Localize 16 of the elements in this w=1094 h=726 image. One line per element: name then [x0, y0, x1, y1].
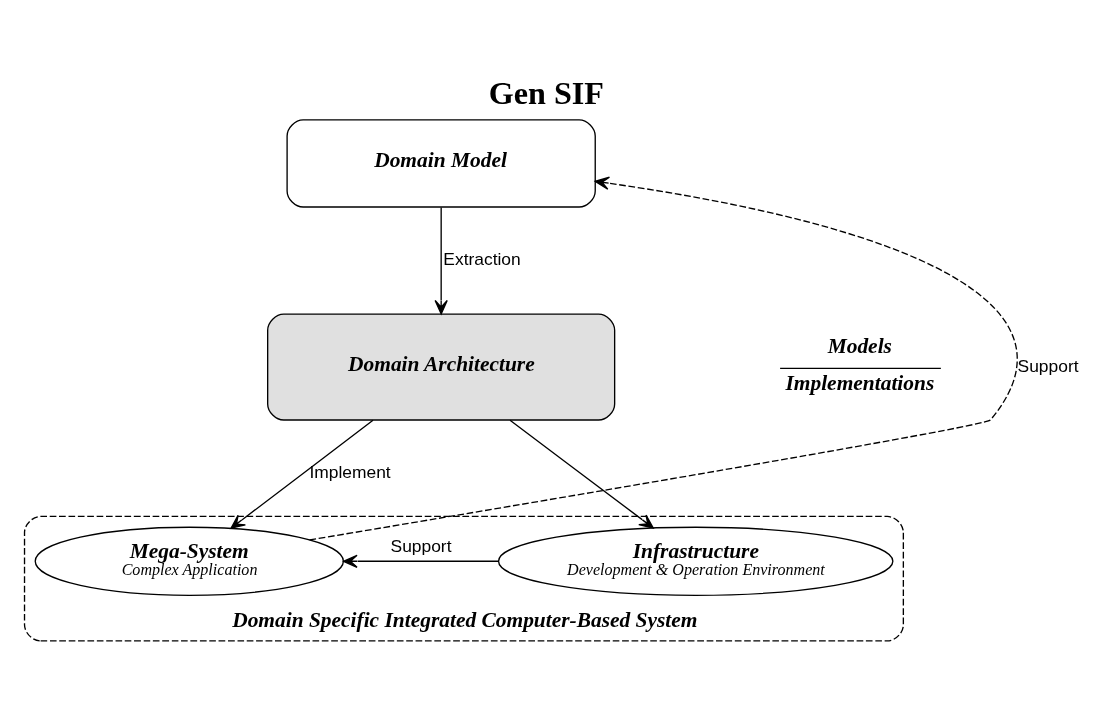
arrow [230, 419, 374, 529]
arrow [308, 176, 1018, 541]
node-box: Domain Architecture [267, 313, 616, 421]
arrow [342, 554, 499, 568]
edge-label: Support [390, 536, 452, 557]
node-box: Domain Model [286, 119, 596, 208]
arrow [434, 206, 448, 315]
node-ellipse: Infrastructure Development & Operation Environment [497, 526, 894, 596]
label: Implementations [785, 370, 935, 395]
arrow [509, 419, 654, 529]
node-ellipse: Mega-System Complex Application [34, 526, 345, 596]
diagram-title: Gen SIF [488, 75, 604, 112]
label: Models [827, 334, 892, 359]
edge-label: Implement [309, 462, 391, 483]
edge-label: Support [1017, 355, 1079, 376]
edge-label: Extraction [443, 249, 521, 270]
